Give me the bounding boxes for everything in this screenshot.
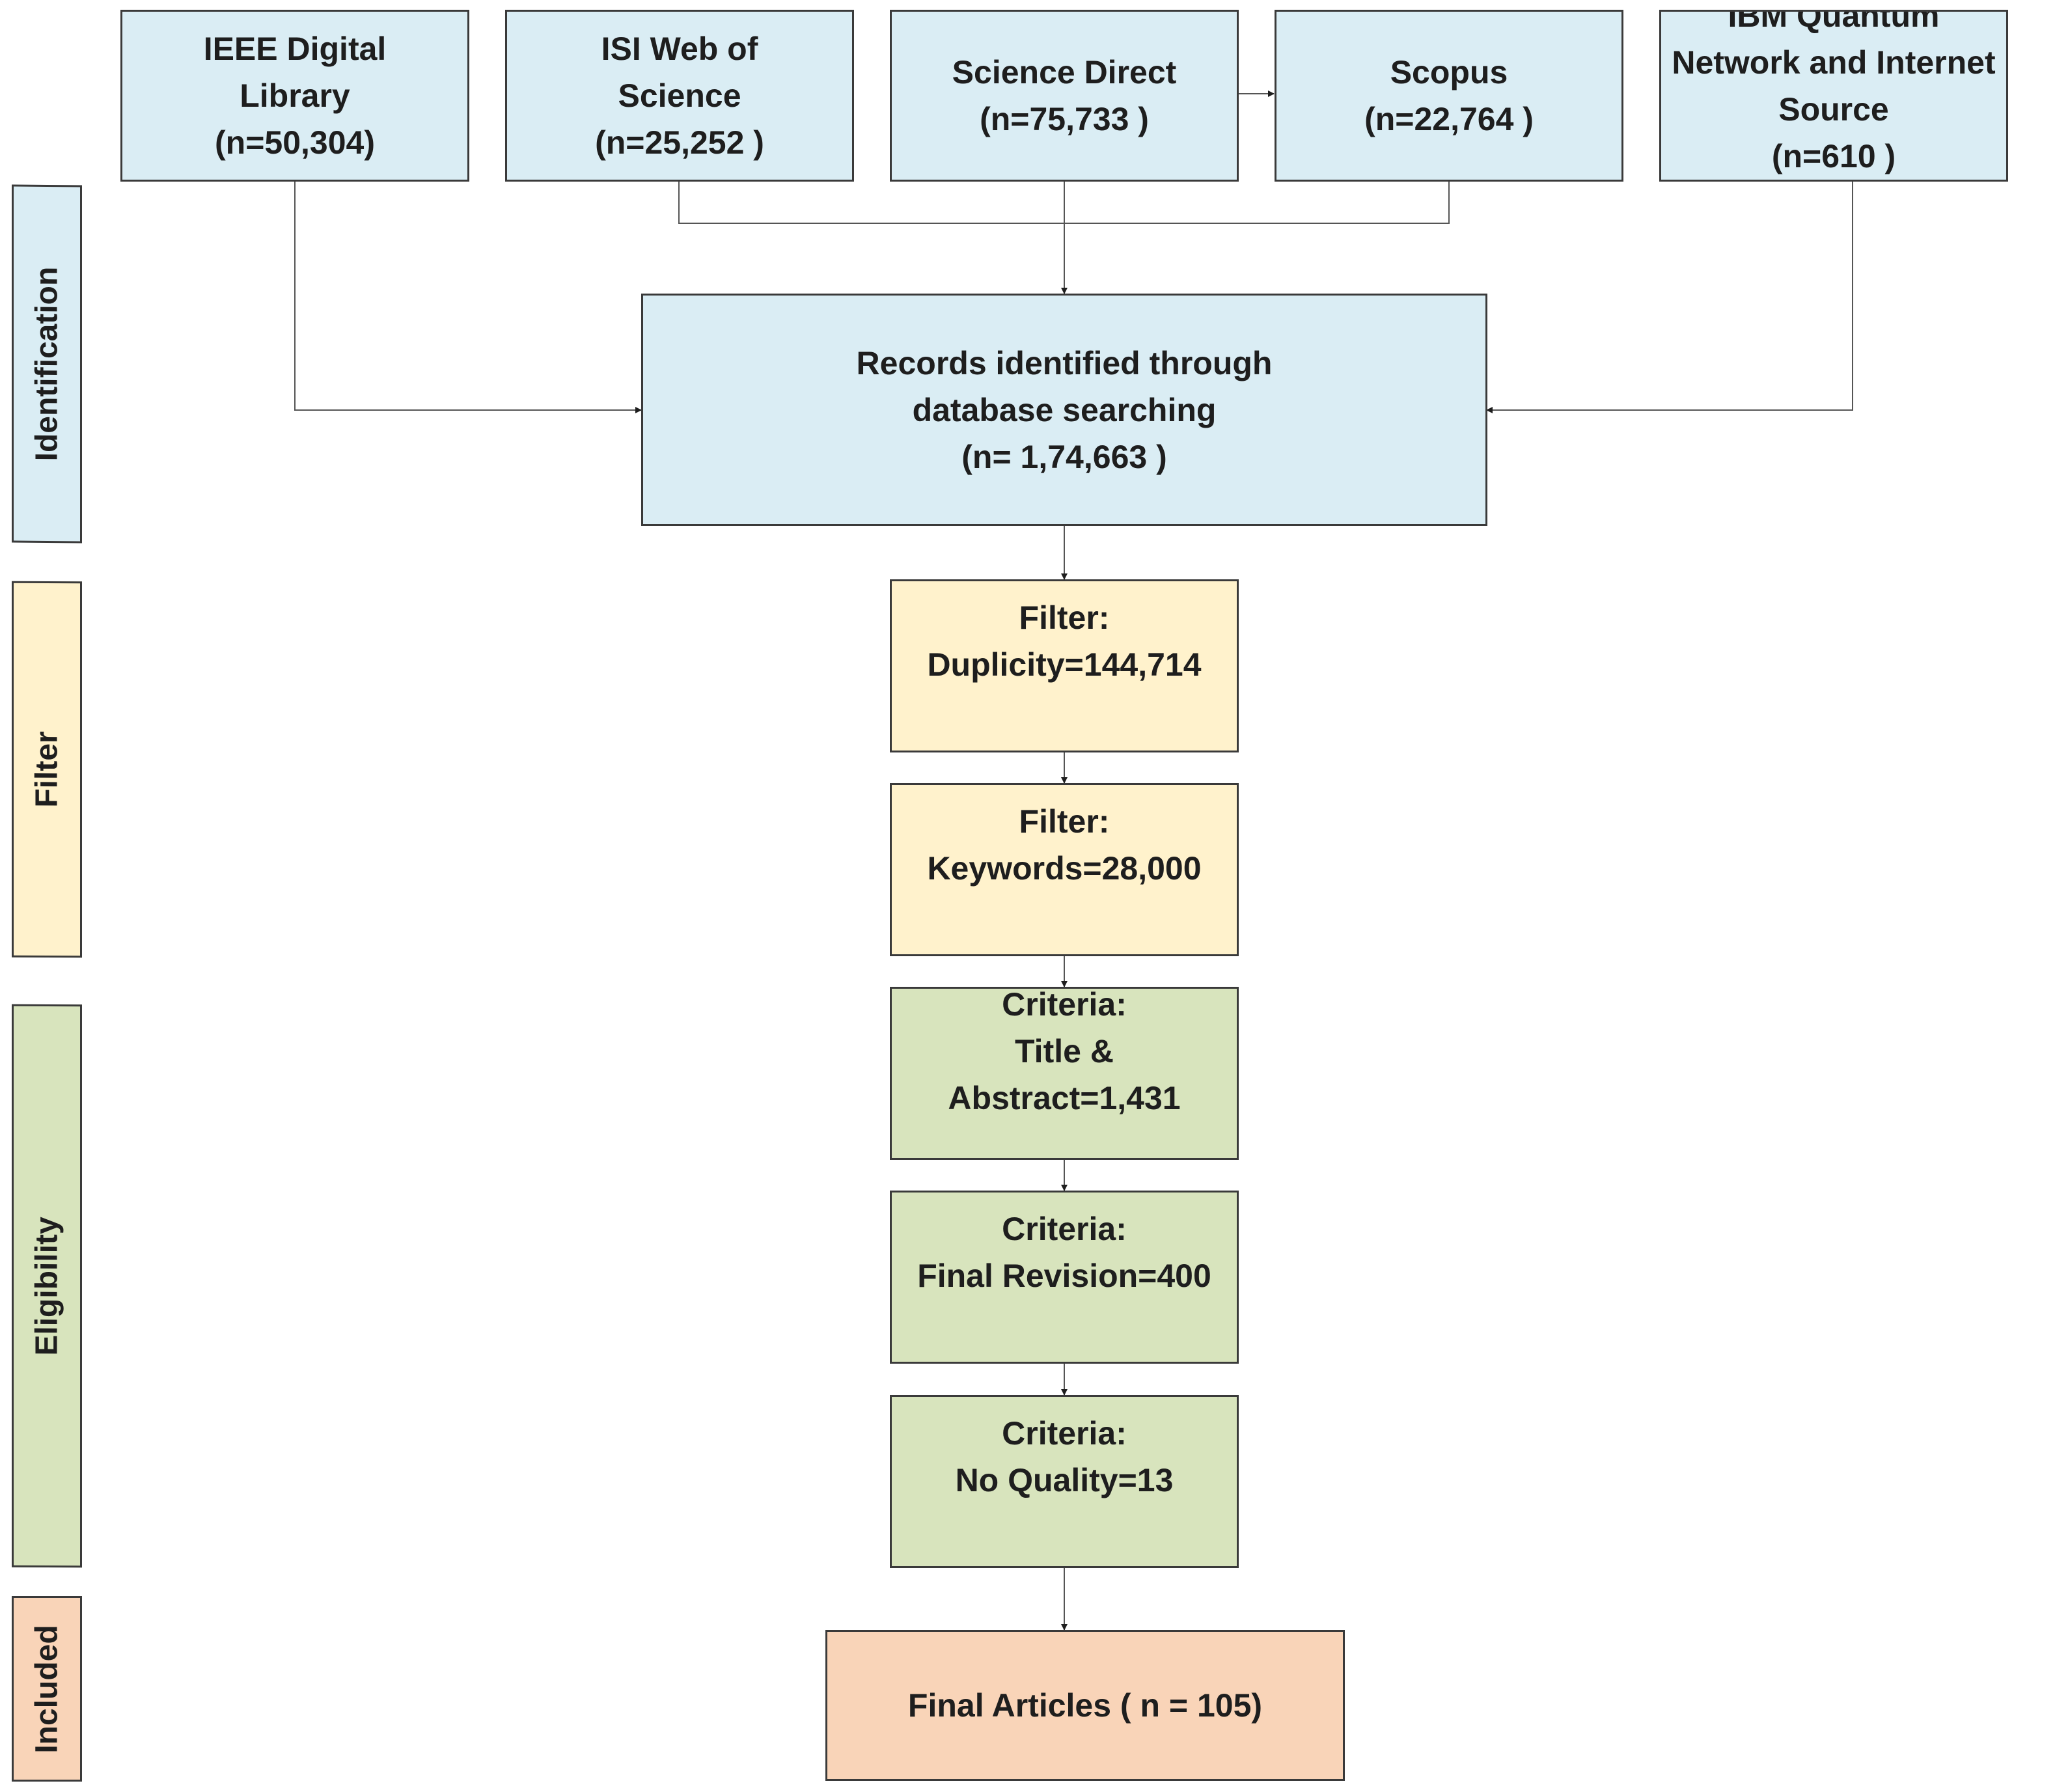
source-ibm-count: (n=610 ) xyxy=(1771,138,1896,174)
filter-duplicity-value: Duplicity=144,714 xyxy=(927,646,1202,683)
source-ibm-quantum-network: IBM Quantum Network and Internet Source … xyxy=(1659,10,2008,182)
connector-ibm-to-records xyxy=(1486,181,1853,413)
filter-duplicity: Filter: Duplicity=144,714 xyxy=(890,579,1239,752)
stage-identification: Identification xyxy=(12,184,82,544)
stage-identification-label: Identification xyxy=(29,266,64,462)
criteria-no-quality-value: No Quality=13 xyxy=(955,1462,1174,1498)
criteria-title-abstract-heading: Criteria: xyxy=(1002,987,1127,1023)
filter-keywords-value: Keywords=28,000 xyxy=(927,850,1202,887)
criteria-title-abstract-line2: Title & xyxy=(1015,1033,1114,1069)
stage-included: Included xyxy=(12,1596,82,1782)
filter-keywords: Filter: Keywords=28,000 xyxy=(890,783,1239,956)
source-ieee-count: (n=50,304) xyxy=(215,124,375,161)
source-science-direct: Science Direct (n=75,733 ) xyxy=(890,10,1239,182)
records-line1: Records identified through xyxy=(856,344,1273,381)
final-articles-label: Final Articles ( n = 105) xyxy=(907,1687,1263,1724)
source-isi-line1: ISI Web of xyxy=(601,31,758,67)
source-scopus: Scopus (n=22,764 ) xyxy=(1275,10,1623,182)
source-ibm-line2: Network and Internet xyxy=(1672,44,1996,81)
stage-eligibility-label: Eligibility xyxy=(29,1216,64,1356)
criteria-final-revision-heading: Criteria: xyxy=(1002,1211,1127,1247)
criteria-title-abstract: Criteria: Title & Abstract=1,431 xyxy=(890,987,1239,1160)
records-identified: Records identified through database sear… xyxy=(641,294,1487,526)
records-count: (n= 1,74,663 ) xyxy=(961,438,1167,475)
source-ieee-digital-library: IEEE Digital Library (n=50,304) xyxy=(120,10,469,182)
stage-filter-label: Filter xyxy=(29,731,64,808)
connector-ieee-to-records xyxy=(294,181,642,413)
stage-filter: Filter xyxy=(12,581,82,958)
source-sciencedirect-line1: Science Direct xyxy=(952,54,1177,90)
records-line2: database searching xyxy=(912,391,1217,428)
source-ieee-line2: Library xyxy=(240,77,350,114)
criteria-no-quality-heading: Criteria: xyxy=(1002,1415,1127,1452)
source-scopus-count: (n=22,764 ) xyxy=(1364,101,1534,137)
source-sciencedirect-count: (n=75,733 ) xyxy=(980,101,1149,137)
stage-eligibility: Eligibility xyxy=(12,1004,82,1568)
source-isi-web-of-science: ISI Web of Science (n=25,252 ) xyxy=(505,10,854,182)
criteria-no-quality: Criteria: No Quality=13 xyxy=(890,1395,1239,1568)
criteria-final-revision-value: Final Revision=400 xyxy=(917,1258,1211,1294)
source-ibm-line1: IBM Quantum xyxy=(1728,10,1940,34)
criteria-final-revision: Criteria: Final Revision=400 xyxy=(890,1191,1239,1364)
source-scopus-line1: Scopus xyxy=(1390,54,1508,90)
stage-included-label: Included xyxy=(29,1624,64,1754)
source-isi-line2: Science xyxy=(618,77,741,114)
final-articles: Final Articles ( n = 105) xyxy=(825,1630,1345,1781)
source-isi-count: (n=25,252 ) xyxy=(595,124,764,161)
filter-duplicity-heading: Filter: xyxy=(1019,600,1110,636)
criteria-title-abstract-value: Abstract=1,431 xyxy=(948,1080,1181,1116)
filter-keywords-heading: Filter: xyxy=(1019,803,1110,840)
source-ibm-line3: Source xyxy=(1778,91,1889,128)
source-ieee-line1: IEEE Digital xyxy=(203,31,387,67)
